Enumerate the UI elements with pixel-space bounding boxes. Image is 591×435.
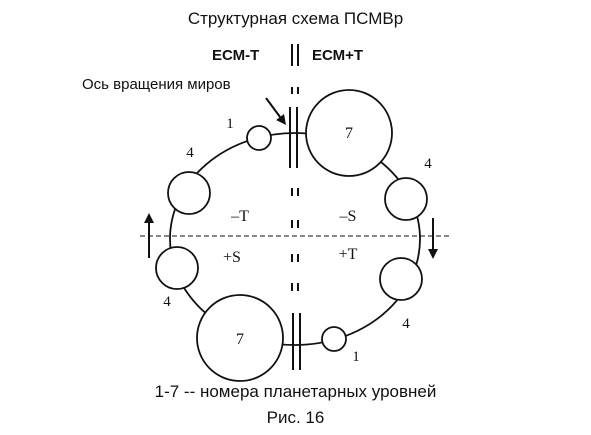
quadrant-lower-right: +T xyxy=(339,246,358,263)
figure-number: Рис. 16 xyxy=(266,408,325,427)
mid-circle-right-lower xyxy=(379,257,423,301)
quadrant-upper-right: –S xyxy=(339,208,357,225)
big-circle-top xyxy=(305,89,393,177)
left-header: ЕСМ-Т xyxy=(212,47,260,64)
mid-circle-right-upper xyxy=(384,177,428,221)
label-left-lower: 4 xyxy=(163,294,171,310)
orbit-ring xyxy=(169,132,421,346)
quadrant-upper-left: –Т xyxy=(230,208,249,225)
label-small-bottom: 1 xyxy=(352,349,360,365)
mid-circle-left-upper xyxy=(167,171,211,215)
diagram-title: Структурная схема ПСМВр xyxy=(187,9,404,28)
label-big-top: 7 xyxy=(345,125,353,142)
small-circle-top xyxy=(246,125,272,151)
caption-legend: 1-7 -- номера планетарных уровней xyxy=(154,382,437,401)
axis-pointer-arrow xyxy=(265,97,286,126)
axis-label: Ось вращения миров xyxy=(82,76,231,93)
small-circle-bottom xyxy=(321,326,347,352)
quadrant-lower-left: +S xyxy=(223,249,241,266)
label-small-top: 1 xyxy=(226,116,234,132)
big-circle-bottom xyxy=(196,294,284,382)
label-right-lower: 4 xyxy=(402,316,410,332)
right-header: ЕСМ+Т xyxy=(312,47,364,64)
label-right-upper: 4 xyxy=(424,156,432,172)
label-left-upper: 4 xyxy=(186,145,194,161)
label-big-bottom: 7 xyxy=(236,331,244,348)
mid-circle-left-lower xyxy=(155,246,199,290)
